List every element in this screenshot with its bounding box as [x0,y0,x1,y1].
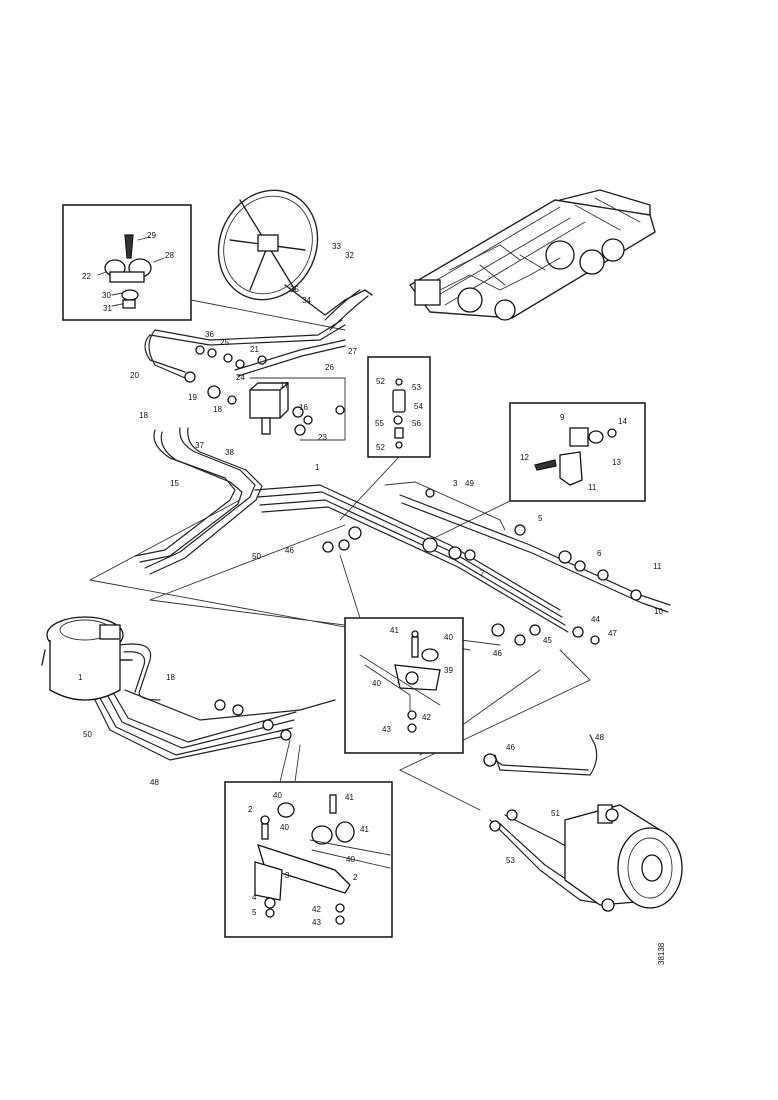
callout-35: 35 [290,285,299,294]
callout-20: 20 [130,371,139,380]
callout-40c: 40 [273,791,282,800]
callout-37: 37 [195,441,204,450]
callout-1b: 1 [78,673,83,682]
callout-50a: 50 [252,552,261,561]
callout-21: 21 [250,345,259,354]
callout-46c: 46 [506,743,515,752]
callout-41b: 41 [345,793,354,802]
callout-11a: 11 [588,483,597,492]
callout-54: 54 [414,402,423,411]
callout-40e: 40 [346,855,355,864]
callout-40a: 40 [444,633,453,642]
callout-19: 19 [188,393,197,402]
callout-36: 36 [205,330,214,339]
callout-9a: 9 [560,413,565,422]
callout-2a: 2 [248,805,253,814]
callout-43a: 43 [382,725,391,734]
callout-27: 27 [348,347,357,356]
callout-31: 31 [103,304,112,313]
callout-40d: 40 [280,823,289,832]
callout-5: 5 [538,514,543,523]
callout-16: 16 [299,403,308,412]
callout-15: 15 [170,479,179,488]
callout-44: 44 [591,615,600,624]
callout-38: 38 [225,448,234,457]
callout-55: 55 [375,419,384,428]
callout-23: 23 [318,433,327,442]
callout-46a: 46 [285,546,294,555]
inset-clip-fixing [339,554,464,754]
callout-3: 3 [453,479,458,488]
callout-53b: 53 [506,856,515,865]
callout-12: 12 [520,453,529,462]
callout-46b: 46 [493,649,502,658]
callout-28: 28 [165,251,174,260]
callout-5b: 5 [252,908,257,917]
steering-wheel-illustration [217,189,373,331]
callout-32: 32 [345,251,354,260]
callout-52a: 52 [376,377,385,386]
callout-3b: 3 [285,871,290,880]
callout-14: 14 [618,417,627,426]
inset-pressure-sensor [339,356,431,521]
callout-48a: 48 [150,778,159,787]
inset-steering-valve [62,204,346,331]
callout-34: 34 [302,296,311,305]
callout-42a: 42 [422,713,431,722]
callout-33: 33 [332,242,341,251]
callout-10: 10 [654,607,663,616]
callout-50b: 50 [83,730,92,739]
callout-49: 49 [465,479,474,488]
callout-11b: 11 [653,562,662,571]
callout-47: 47 [608,629,617,638]
callout-45: 45 [543,636,552,645]
callout-41a: 41 [390,626,399,635]
inset-clamp-bracket [429,402,646,541]
callout-18c: 18 [166,673,175,682]
callout-39: 39 [444,666,453,675]
callout-40b: 40 [372,679,381,688]
steering-gear-assembly [483,734,683,912]
callout-1a: 1 [315,463,320,472]
callout-42b: 42 [312,905,321,914]
callout-51: 51 [551,809,560,818]
callout-24: 24 [236,373,245,382]
callout-48b: 48 [595,733,604,742]
callout-29: 29 [147,231,156,240]
callout-13: 13 [612,458,621,467]
callout-26: 26 [325,363,334,372]
callout-4: 4 [252,893,257,902]
callout-18b: 18 [139,411,148,420]
callout-6: 6 [597,549,602,558]
callout-17: 17 [280,381,289,390]
truck-chassis-illustration [409,189,656,321]
callout-7: 7 [480,569,485,578]
upper-pipe-assembly [144,319,346,383]
valve-block-assembly [207,377,346,441]
callout-labels: 29 28 22 30 31 33 32 35 34 36 25 21 27 2… [78,231,663,927]
callout-56: 56 [412,419,421,428]
callout-52b: 52 [376,443,385,452]
drawing-code: 38138 [657,942,666,965]
callout-2b: 2 [353,873,358,882]
callout-18: 18 [213,405,222,414]
callout-25: 25 [220,338,229,347]
pump-assembly-left [41,616,336,761]
inset-mounting-bracket [224,739,393,938]
callout-30: 30 [102,291,111,300]
callout-22: 22 [82,272,91,281]
callout-41c: 41 [360,825,369,834]
callout-43b: 43 [312,918,321,927]
callout-53: 53 [412,383,421,392]
